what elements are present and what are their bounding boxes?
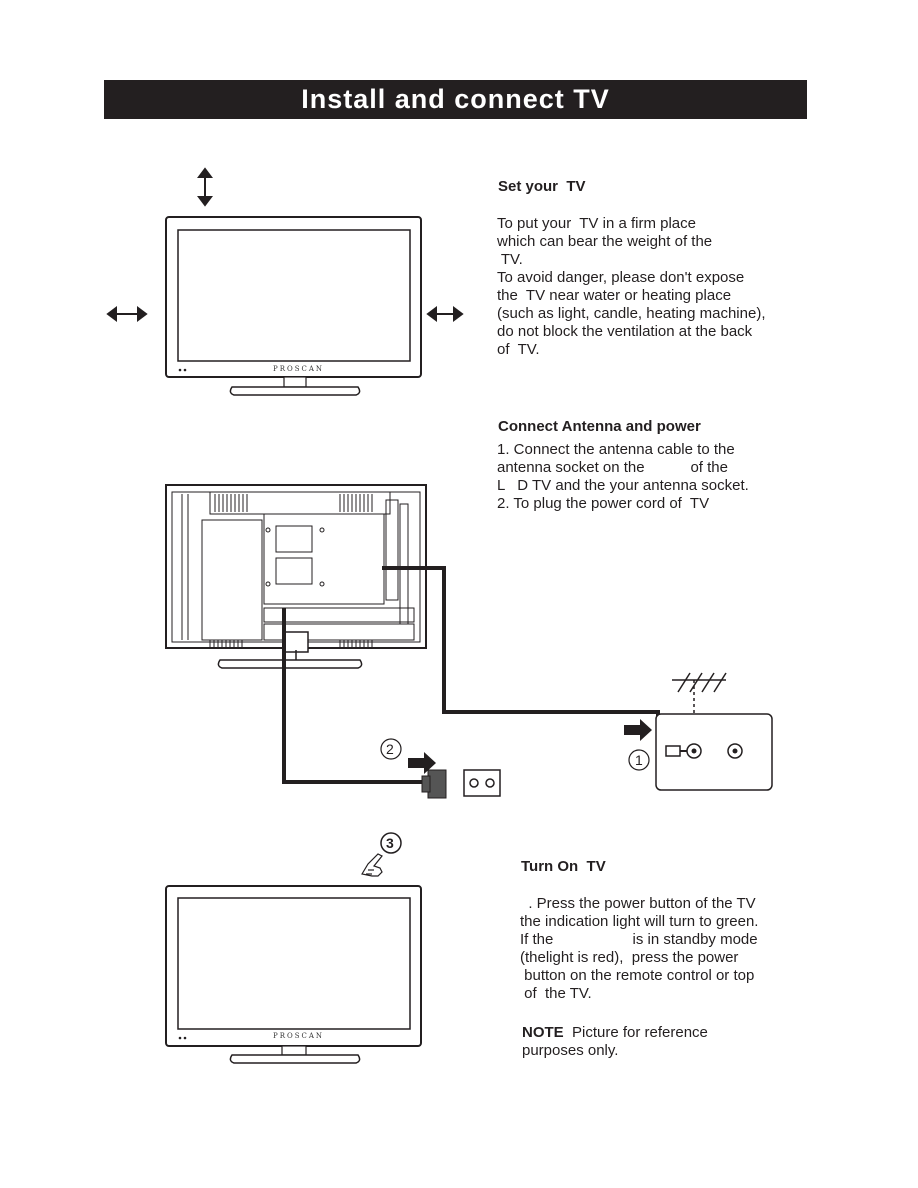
wall-power-outlet (463, 769, 501, 797)
set-tv-line-6: (such as light, candle, heating machine)… (497, 305, 766, 322)
turn-on-line-5: button on the remote control or top (520, 967, 755, 984)
connect-antenna-heading: Connect Antenna and power (498, 418, 701, 435)
set-tv-line-8: of TV. (497, 341, 540, 358)
note-line: NOTE Picture for reference (522, 1024, 708, 1042)
right-clearance-arrow (426, 306, 464, 322)
set-tv-line-2: which can bear the weight of the (497, 233, 713, 250)
pointing-hand-icon (361, 853, 383, 877)
tv-front-diagram: PROSCAN (106, 167, 464, 396)
step-3-badge: 3 (380, 832, 402, 854)
turn-on-line-3: If the is in standby mode (520, 931, 758, 948)
note-text: Picture for reference (563, 1024, 708, 1041)
set-tv-line-4: To avoid danger, please don't expose (497, 269, 745, 286)
wall-antenna-socket (655, 713, 773, 791)
turn-on-line-1: . Press the power button of the TV (520, 895, 756, 912)
svg-text:3: 3 (386, 835, 394, 851)
page-title-banner: Install and connect TV (104, 80, 807, 119)
set-tv-heading: Set your TV (498, 178, 586, 195)
connect-line-4: 2. To plug the power cord of TV (497, 495, 710, 512)
connect-line-2: antenna socket on the of the (497, 459, 728, 476)
tv-brand-label-2: PROSCAN (273, 1032, 324, 1040)
connect-line-3: L D TV and the your antenna socket. (497, 477, 749, 494)
set-tv-line-3: TV. (497, 251, 523, 268)
note-label: NOTE (522, 1024, 564, 1041)
vertical-clearance-arrow (197, 167, 213, 207)
left-clearance-arrow (106, 306, 148, 322)
callout-2-badge: 2 (380, 738, 402, 760)
turn-on-line-6: of the TV. (520, 985, 592, 1002)
tv-brand-label: PROSCAN (273, 365, 324, 373)
turn-on-heading: Turn On TV (521, 858, 606, 875)
turn-on-line-4: (thelight is red), press the power (520, 949, 739, 966)
tv-turn-on-diagram: 3 PROSCAN (165, 832, 422, 1064)
set-tv-line-5: the TV near water or heating place (497, 287, 732, 304)
tv-rear-connection-diagram: 2 1 (165, 484, 773, 799)
power-cable (282, 608, 430, 784)
svg-text:1: 1 (635, 752, 643, 768)
svg-text:2: 2 (386, 741, 394, 757)
callout-1-badge: 1 (628, 749, 650, 771)
antenna-arrow (624, 719, 652, 741)
set-tv-line-7: do not block the ventilation at the back (497, 323, 753, 340)
power-arrow (408, 752, 436, 774)
connect-line-1: 1. Connect the antenna cable to the (497, 441, 735, 458)
set-tv-line-1: To put your TV in a firm place (497, 215, 696, 232)
turn-on-line-2: the indication light will turn to green. (520, 913, 759, 930)
page-title: Install and connect TV (301, 84, 610, 114)
note-line-2: purposes only. (522, 1042, 619, 1059)
